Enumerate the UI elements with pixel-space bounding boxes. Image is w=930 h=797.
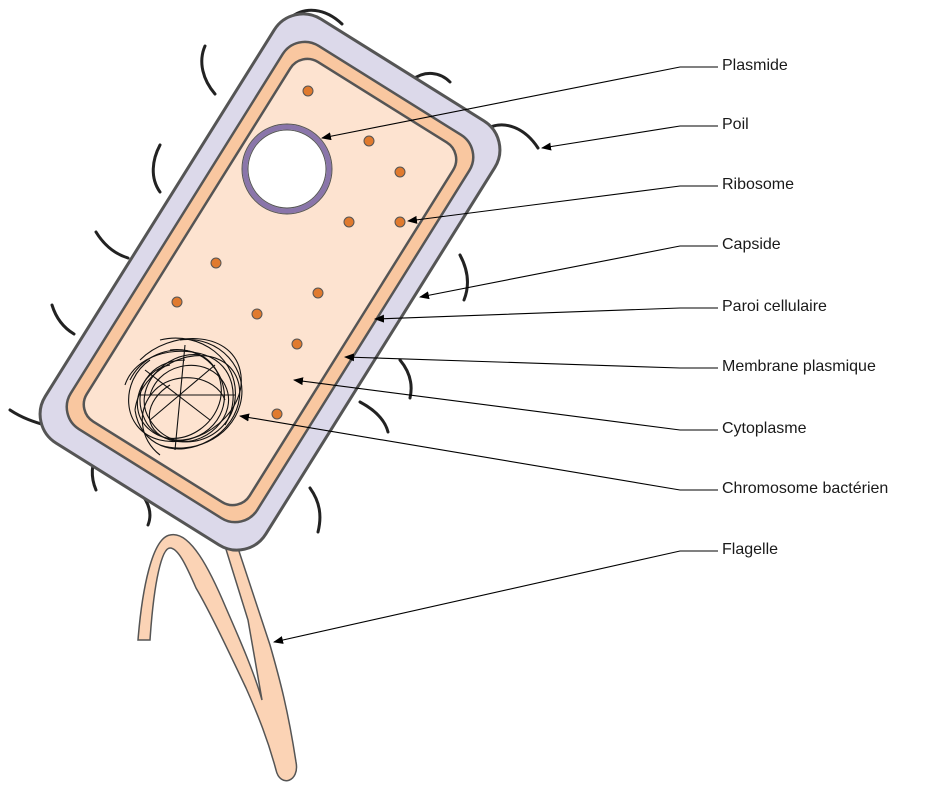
label-capside: Capside — [722, 236, 781, 254]
pilus — [310, 488, 320, 532]
leader-paroi — [375, 308, 718, 319]
leader-poil — [542, 126, 718, 148]
label-chromosome: Chromosome bactérien — [722, 480, 888, 498]
ribosome-dot — [292, 339, 302, 349]
ribosome-dot — [252, 309, 262, 319]
label-paroi: Paroi cellulaire — [722, 298, 827, 316]
label-cytoplasme: Cytoplasme — [722, 420, 806, 438]
leader-capside — [420, 246, 718, 297]
pilus — [400, 360, 411, 398]
label-flagelle: Flagelle — [722, 541, 778, 559]
flagellum-shape — [138, 530, 297, 781]
pilus — [202, 46, 215, 94]
pilus — [153, 145, 160, 192]
ribosome-dot — [395, 217, 405, 227]
ribosome-dot — [211, 258, 221, 268]
pilus — [96, 232, 128, 258]
label-poil: Poil — [722, 116, 749, 134]
ribosome-dot — [303, 86, 313, 96]
ribosome-dot — [344, 217, 354, 227]
plasmid — [245, 127, 329, 211]
pilus — [460, 255, 467, 300]
pilus — [52, 305, 74, 334]
flagellum — [138, 530, 297, 781]
ribosome-dot — [395, 167, 405, 177]
label-ribosome: Ribosome — [722, 176, 794, 194]
label-plasmide: Plasmide — [722, 57, 788, 75]
ribosome-dot — [364, 136, 374, 146]
leader-flagelle — [274, 551, 718, 642]
pilus — [360, 402, 388, 432]
label-membrane: Membrane plasmique — [722, 358, 876, 376]
ribosome-dot — [313, 288, 323, 298]
ribosome-dot — [272, 409, 282, 419]
cell-body — [27, 1, 512, 563]
ribosome-dot — [172, 297, 182, 307]
